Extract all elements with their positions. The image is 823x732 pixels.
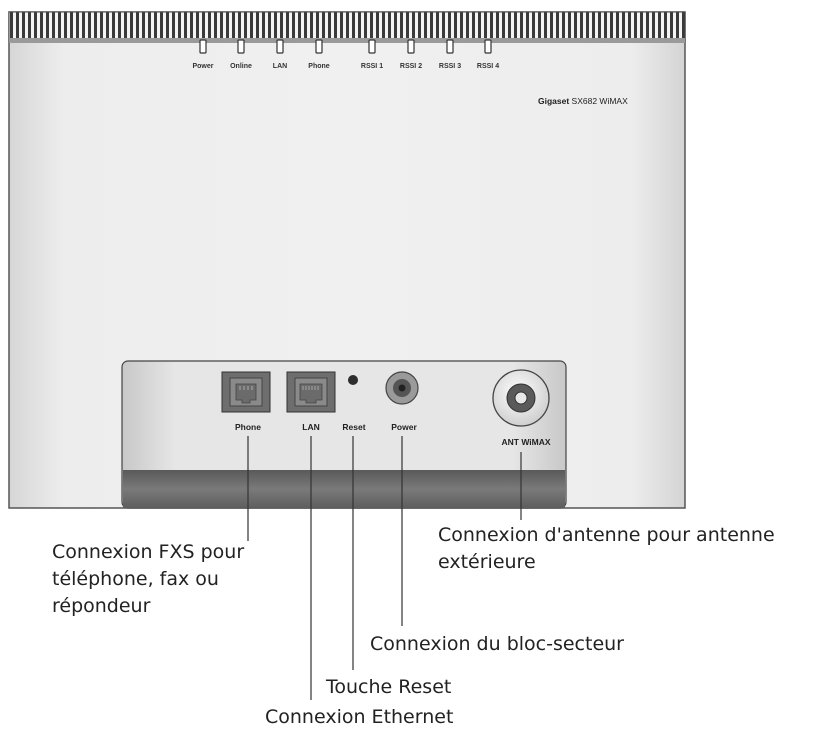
- callout-fxs: Connexion FXS pour téléphone, fax ou rép…: [52, 541, 245, 617]
- led-lan: [276, 39, 284, 54]
- phone-port: [221, 371, 271, 413]
- led-label-rssi4: RSSI 4: [476, 63, 500, 70]
- led-label-power: Power: [192, 63, 214, 70]
- model-name: SX682 WiMAX: [569, 96, 628, 106]
- leader-lines: [247, 436, 522, 700]
- led-power: [199, 39, 207, 54]
- led-label-rssi3: RSSI 3: [438, 63, 462, 70]
- model-brand: Gigaset: [538, 96, 570, 106]
- led-label-phone: Phone: [308, 63, 330, 70]
- reset-hole: [348, 375, 358, 385]
- led-rssi4: [484, 39, 492, 54]
- led-row: [199, 39, 492, 54]
- callout-ethernet: Connexion Ethernet: [265, 706, 454, 728]
- port-label-power: Power: [391, 422, 417, 432]
- vent-top: [8, 11, 686, 43]
- port-label-reset: Reset: [342, 422, 366, 432]
- grip-strip: [123, 470, 565, 508]
- led-phone: [315, 39, 323, 54]
- port-label-phone: Phone: [235, 422, 261, 432]
- callout-reset: Touche Reset: [326, 676, 452, 698]
- power-socket: [385, 371, 419, 405]
- callout-antenna: Connexion d'antenne pour antenne extérie…: [438, 524, 775, 573]
- callout-power: Connexion du bloc-secteur: [370, 633, 624, 655]
- antenna-connector: [492, 369, 550, 427]
- led-rssi2: [407, 39, 415, 54]
- model-label: Gigaset SX682 WiMAX: [538, 96, 628, 106]
- led-rssi3: [446, 39, 454, 54]
- led-label-lan: LAN: [272, 63, 288, 70]
- port-label-antenna: ANT WiMAX: [501, 437, 551, 447]
- led-rssi1: [368, 39, 376, 54]
- led-label-rssi1: RSSI 1: [360, 63, 384, 70]
- led-online: [237, 39, 245, 54]
- port-label-lan: LAN: [302, 422, 320, 432]
- lan-port: [286, 371, 336, 413]
- led-label-rssi2: RSSI 2: [399, 63, 423, 70]
- vent-bevel: [9, 38, 685, 43]
- led-label-online: Online: [230, 63, 252, 70]
